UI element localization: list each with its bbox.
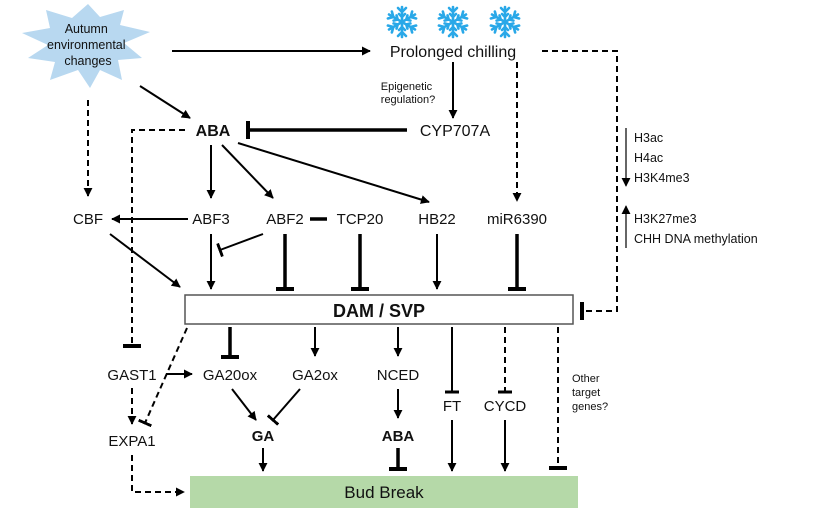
autumn-line-3: changes <box>64 54 111 68</box>
autumn-line-2: environmental <box>47 38 126 52</box>
snowflake-icon <box>387 7 417 37</box>
mark-h3k27me3: H3K27me3 <box>634 212 697 226</box>
edges <box>83 46 631 497</box>
epigenetic-label: Epigenetic regulation? <box>381 81 435 106</box>
other-targets-line-2: target <box>572 387 600 399</box>
mark-h4ac: H4ac <box>634 151 663 165</box>
aba-top-label: ABA <box>196 123 231 140</box>
other-targets-line-1: Other <box>572 373 600 385</box>
cyp707a-label: CYP707A <box>420 123 491 140</box>
mark-h3ac: H3ac <box>634 131 663 145</box>
abf3-label: ABF3 <box>192 211 230 228</box>
hb22-label: HB22 <box>418 211 456 228</box>
epigenetic-line-2: regulation? <box>381 94 435 106</box>
bud-break-label: Bud Break <box>344 483 424 502</box>
mark-h3k4me3: H3K4me3 <box>634 171 690 185</box>
other-targets-label: Other target genes? <box>572 373 608 413</box>
ga2ox-label: GA2ox <box>292 367 338 384</box>
ga-label: GA <box>252 428 275 445</box>
cbf-label: CBF <box>73 211 103 228</box>
autumn-line-1: Autumn <box>65 22 108 36</box>
aba-bottom-label: ABA <box>382 428 415 445</box>
starburst-shape <box>22 4 150 88</box>
ft-label: FT <box>443 398 461 415</box>
tcp20-label: TCP20 <box>337 211 384 228</box>
cycd-label: CYCD <box>484 398 527 415</box>
prolonged-chilling-label: Prolonged chilling <box>390 44 516 61</box>
mark-chh-methylation: CHH DNA methylation <box>634 232 758 246</box>
mir6390-label: miR6390 <box>487 211 547 228</box>
snowflake-icon <box>438 7 468 37</box>
autumn-label: Autumn environmental changes <box>47 22 129 68</box>
expa1-label: EXPA1 <box>108 433 155 450</box>
dam-svp-label: DAM / SVP <box>333 301 425 321</box>
epigenetic-marks: H3ac H4ac H3K4me3 H3K27me3 CHH DNA methy… <box>634 131 758 246</box>
snowflake-icon <box>490 7 520 37</box>
abf2-label: ABF2 <box>266 211 304 228</box>
bud-break-box <box>190 476 578 508</box>
other-targets-line-3: genes? <box>572 401 608 413</box>
ga20ox-label: GA20ox <box>203 367 258 384</box>
gast1-label: GAST1 <box>107 367 156 384</box>
dam-svp-box <box>184 294 574 325</box>
nced-label: NCED <box>377 367 420 384</box>
epigenetic-line-1: Epigenetic <box>381 81 433 93</box>
